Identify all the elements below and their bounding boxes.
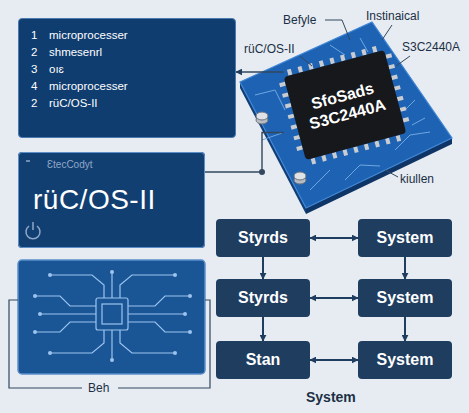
connector	[404, 317, 406, 341]
list-item: rüC/OS-II	[49, 97, 223, 109]
connector	[310, 237, 358, 239]
os-panel: ƐtecCodyt rüC/OS-II	[18, 152, 205, 248]
bracket	[9, 300, 82, 388]
caption-text: ƐtecCodyt	[33, 159, 190, 170]
connector	[262, 257, 264, 279]
footer-label: System	[306, 389, 356, 405]
list-item: oıɛ	[49, 63, 223, 75]
callout-label: Instinaical	[366, 9, 419, 23]
node-text: Styrds	[238, 289, 288, 307]
callout-label: kiullen	[400, 172, 434, 186]
node-text: System	[377, 351, 434, 369]
connector	[310, 297, 358, 299]
callout-label: rüC/OS-II	[244, 42, 295, 56]
list-panel: 1microprocesser2shmesenrl3oıɛ4microproce…	[18, 18, 236, 138]
junction-dot	[259, 169, 265, 175]
power-icon	[26, 222, 40, 239]
list-item: microprocesser	[49, 29, 223, 41]
node-text: Styrds	[238, 229, 288, 247]
connector	[262, 317, 264, 341]
bracket-label: Beh	[88, 381, 109, 395]
callout-number: 2	[31, 46, 49, 58]
process-box: Stan	[216, 341, 310, 379]
circuit-panel	[18, 260, 205, 374]
list-item: shmesenrl	[49, 46, 223, 58]
callout-number: 4	[31, 80, 49, 92]
callout-number: 2	[31, 97, 49, 109]
dash	[26, 160, 30, 162]
process-box: Styrds	[216, 279, 310, 317]
process-box: Styrds	[216, 219, 310, 257]
connector	[236, 71, 284, 72]
node-text: System	[377, 229, 434, 247]
os-name: rüC/OS-II	[33, 184, 190, 216]
bracket	[118, 300, 210, 388]
node-text: Stan	[246, 351, 281, 369]
panel-fill	[18, 152, 205, 248]
connector	[404, 257, 406, 279]
connector	[205, 132, 284, 172]
process-box: System	[358, 219, 452, 257]
connector	[310, 359, 358, 361]
callout-number: 1	[31, 29, 49, 41]
callout-number: 3	[31, 63, 49, 75]
process-box: System	[358, 279, 452, 317]
callout-label: S3C2440A	[402, 40, 460, 54]
node-text: SfoSads S3C2440A	[296, 75, 395, 136]
process-box: System	[358, 341, 452, 379]
list-item: microprocesser	[49, 80, 223, 92]
callout-label: Befyle	[283, 13, 316, 27]
node-text: System	[377, 289, 434, 307]
